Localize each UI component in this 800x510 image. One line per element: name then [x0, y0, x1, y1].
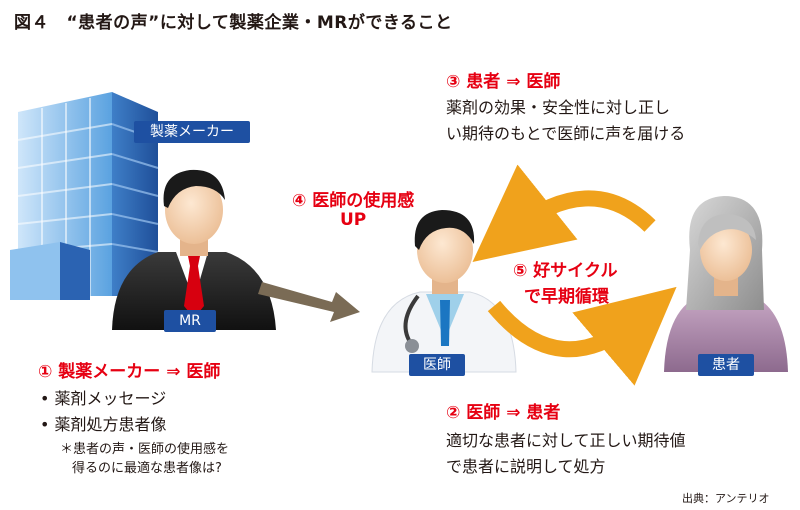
step4-line1: ④ 医師の使用感 [292, 191, 415, 211]
step5-line1: ⑤ 好サイクル [513, 261, 618, 281]
flow-arrow-icon [258, 282, 360, 322]
step3-line2: い期待のもとで医師に声を届ける [446, 124, 686, 143]
step2-line2: で患者に説明して処方 [446, 457, 606, 476]
list-item: 薬剤処方患者像 [40, 412, 167, 438]
step2-line1: 適切な患者に対して正しい期待値 [446, 431, 686, 450]
patient-tag: 患者 [698, 354, 754, 376]
businessman-icon [112, 169, 276, 330]
patient-icon [664, 196, 788, 372]
list-item: 薬剤メッセージ [40, 386, 167, 412]
cycle-arrows-icon [472, 164, 677, 386]
building-icon [10, 92, 159, 300]
step4-line2: UP [340, 210, 367, 230]
maker-tag: 製薬メーカー [134, 121, 250, 143]
step1-heading: ① 製薬メーカー ⇒ 医師 [38, 362, 221, 382]
step3-line1: 薬剤の効果・安全性に対し正し [446, 98, 671, 117]
page-title: 図４ “患者の声”に対して製薬企業・MRができること [14, 13, 453, 33]
step2-heading: ② 医師 ⇒ 患者 [446, 403, 561, 423]
mr-tag: MR [164, 310, 216, 332]
source-credit: 出典：アンテリオ [682, 492, 770, 505]
step1-note-line2: 得るのに最適な患者像は? [72, 461, 222, 476]
step3-heading: ③ 患者 ⇒ 医師 [446, 72, 561, 92]
step1-bullet-list: 薬剤メッセージ 薬剤処方患者像 [40, 386, 167, 438]
doctor-tag: 医師 [409, 354, 465, 376]
step1-note-line1: ＊患者の声・医師の使用感を [60, 442, 230, 457]
step5-line2: で早期循環 [524, 287, 609, 307]
doctor-icon [371, 210, 517, 373]
